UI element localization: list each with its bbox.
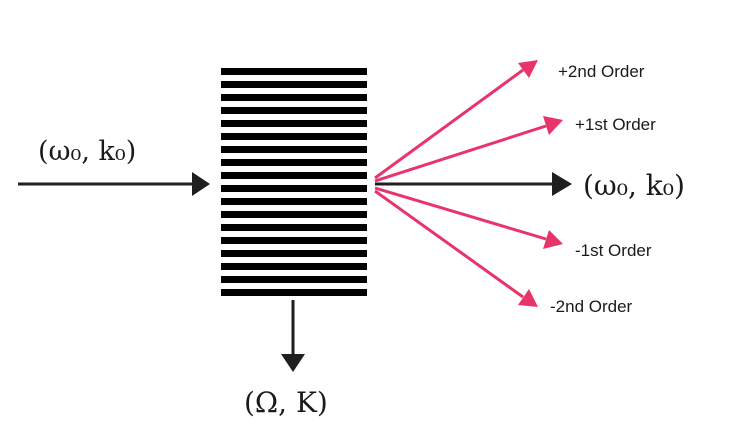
grating-stripe (221, 198, 367, 205)
order-arrow-minus-1 (374, 186, 563, 249)
grating-stripe (221, 263, 367, 270)
grating-stripe (221, 120, 367, 127)
order-label-minus-1: -1st Order (575, 241, 652, 260)
order-label-plus-2: +2nd Order (558, 62, 645, 81)
input-beam-label: (ω₀, k₀) (38, 136, 136, 167)
grating-stripe (221, 276, 367, 283)
order-arrow-minus-2 (374, 189, 538, 307)
order-label-minus-2: -2nd Order (550, 297, 633, 316)
modulation-label: (Ω, K) (244, 386, 328, 419)
grating-stripe (221, 211, 367, 218)
grating-stripe (221, 250, 367, 257)
order-label-plus-1: +1st Order (575, 115, 656, 134)
order-arrow-plus-2 (374, 60, 538, 180)
grating (221, 68, 367, 296)
grating-stripe (221, 237, 367, 244)
grating-stripe (221, 146, 367, 153)
modulation-arrow (281, 300, 305, 372)
grating-stripe (221, 133, 367, 140)
output-beam-arrow (375, 172, 572, 196)
output-beam-label: (ω₀, k₀) (583, 169, 685, 202)
grating-stripe (221, 172, 367, 179)
grating-stripe (221, 185, 367, 192)
grating-stripe (221, 94, 367, 101)
order-arrow-plus-1 (374, 116, 563, 183)
grating-stripe (221, 68, 367, 75)
input-beam-arrow (18, 172, 210, 196)
grating-stripe (221, 289, 367, 296)
grating-stripe (221, 224, 367, 231)
grating-stripe (221, 81, 367, 88)
grating-stripe (221, 159, 367, 166)
grating-stripe (221, 107, 367, 114)
